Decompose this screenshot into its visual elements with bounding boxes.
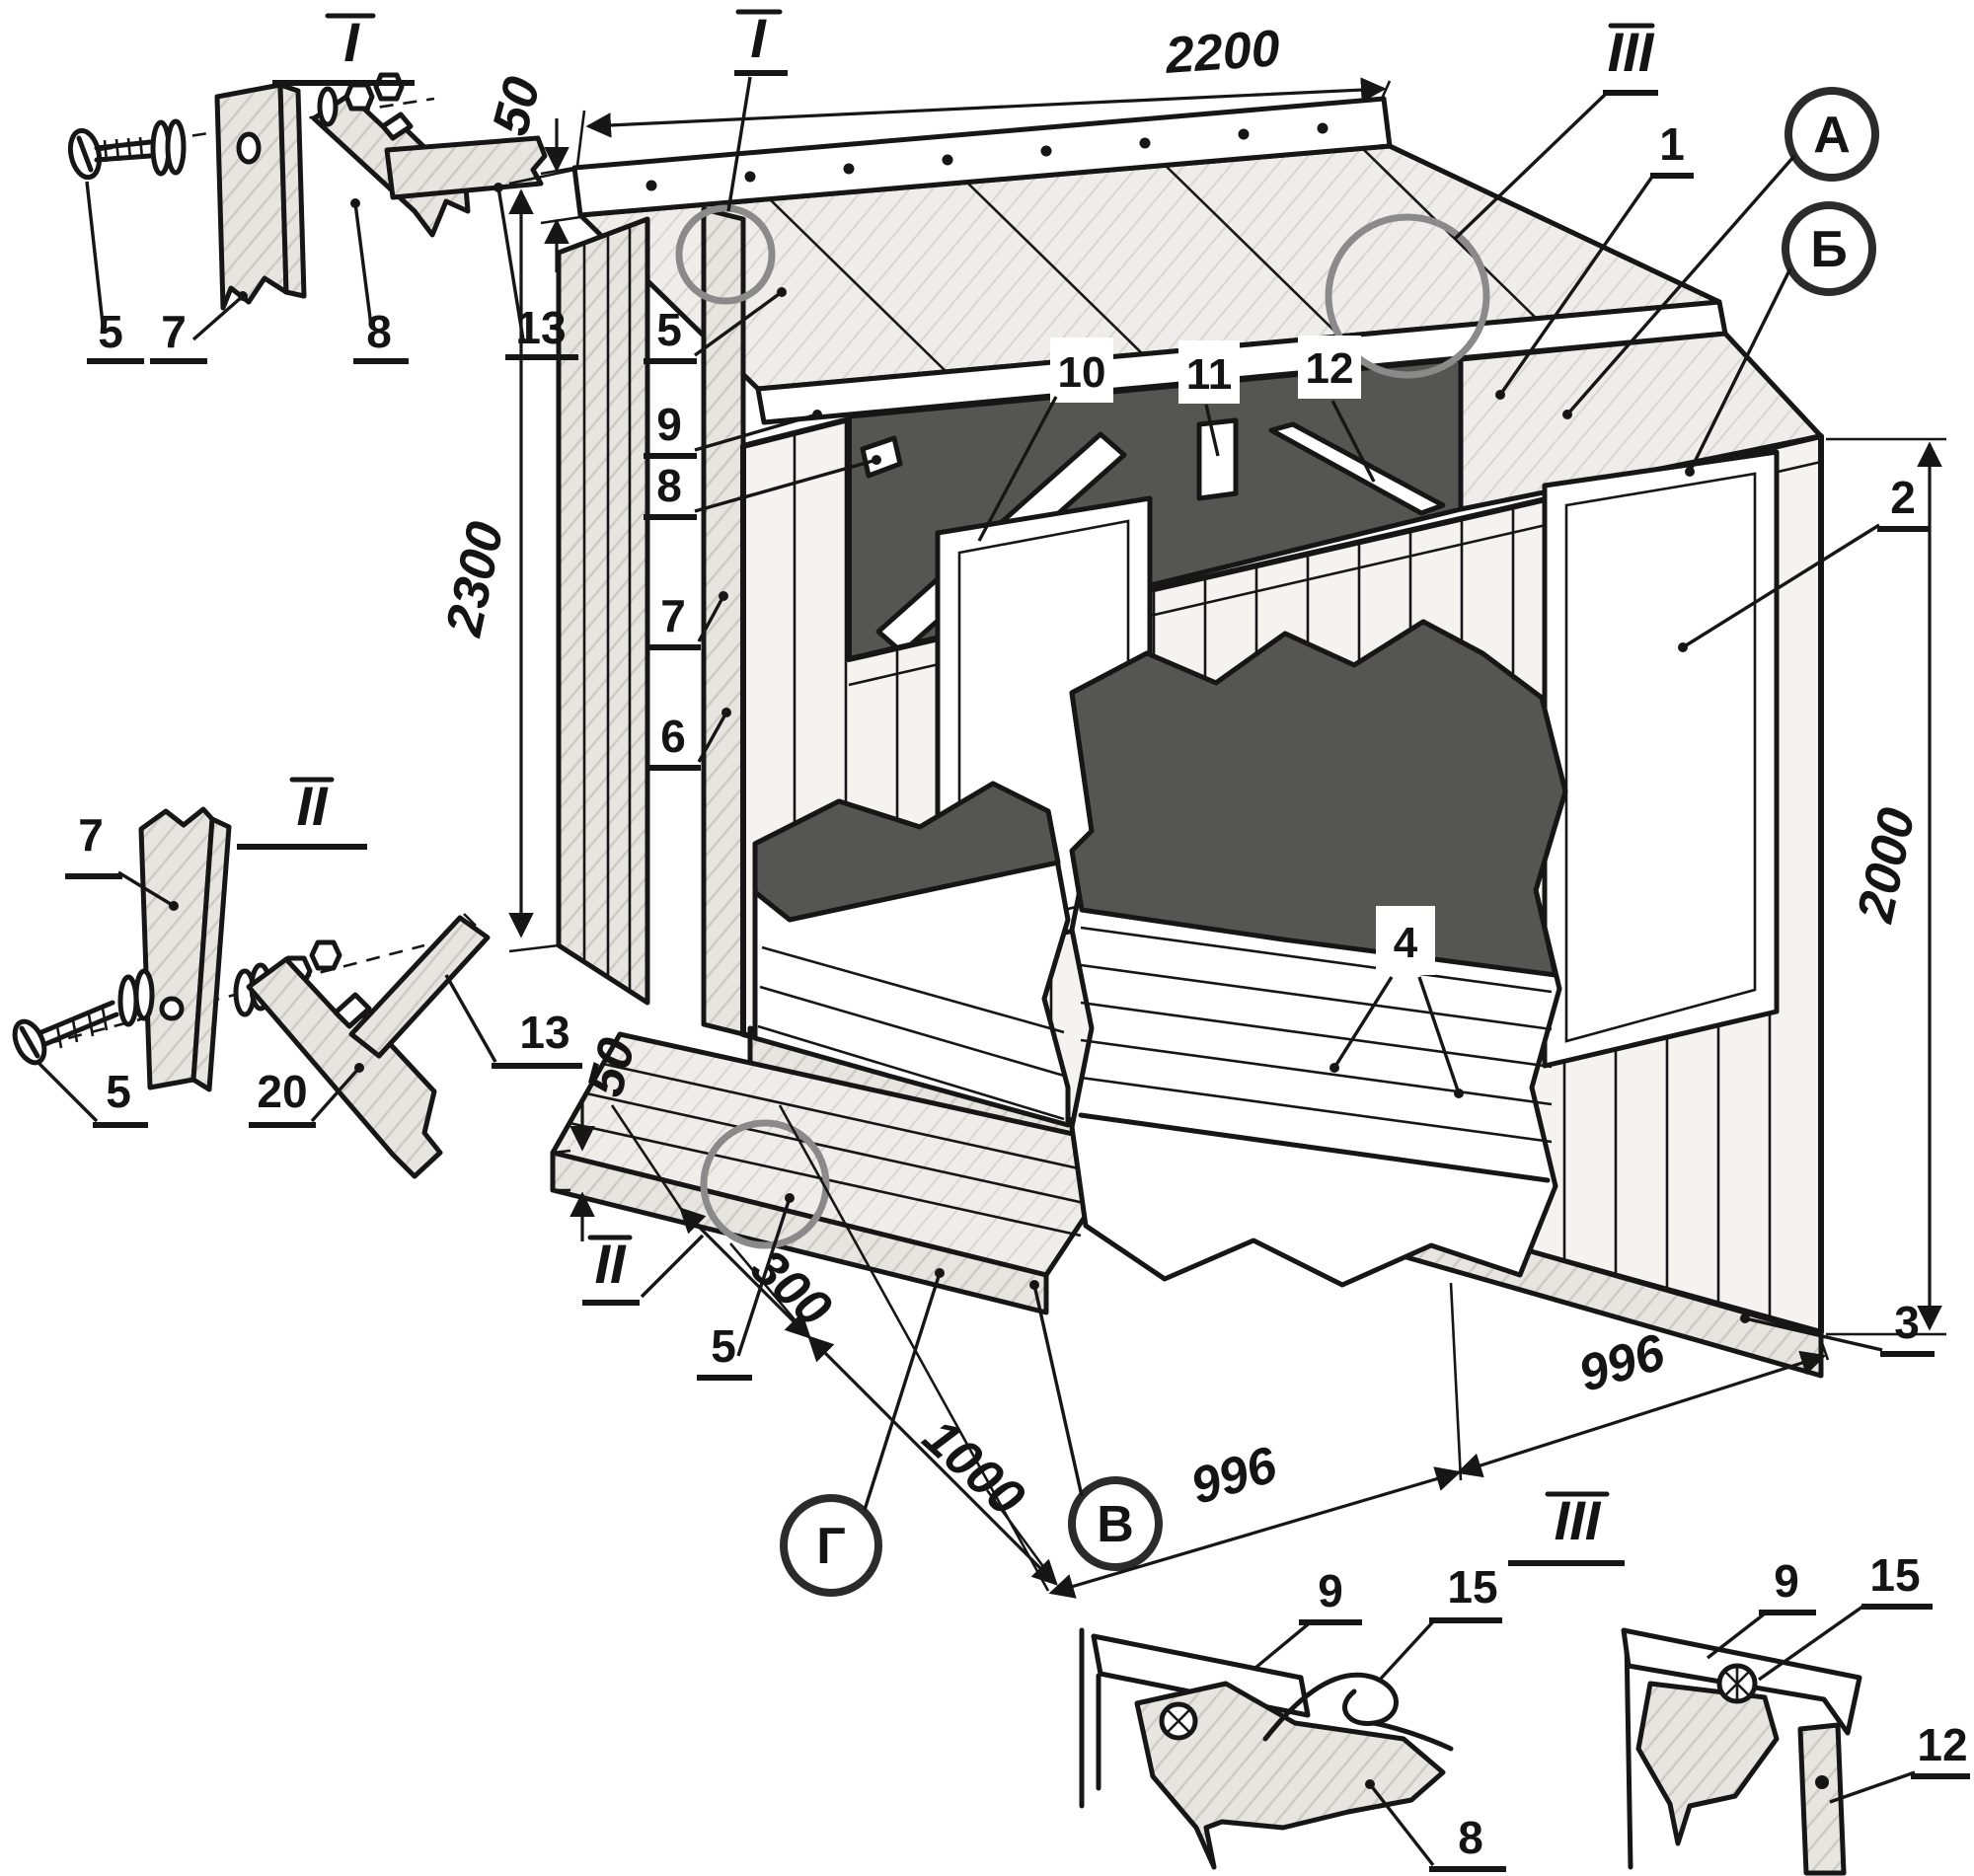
callout-4-text: 4 <box>1394 919 1418 967</box>
callout-8-main: 8 <box>656 460 682 511</box>
detail-circle-I <box>675 204 776 305</box>
callout-1-text: 1 <box>1659 118 1685 170</box>
block-20 <box>246 956 443 1179</box>
callout-column-left: 5 9 8 7 6 5 <box>644 287 881 1381</box>
callout-12-text: 12 <box>1306 344 1354 393</box>
rail-13 <box>384 135 548 200</box>
detail-I: 5 7 8 13 I <box>67 11 578 364</box>
section-marker-II-detail: II <box>296 775 329 837</box>
dim-2300-text: 2300 <box>435 517 515 641</box>
main-structure <box>550 96 1824 1379</box>
section-marker-II-main: II <box>582 1233 705 1306</box>
bench-boards-4 <box>1080 926 1553 1144</box>
rafter-bracket-8 <box>860 435 903 479</box>
dim-996b-text: 996 <box>1572 1323 1672 1403</box>
node-V-letter: В <box>1097 1496 1134 1553</box>
bracket-d3r <box>1635 1681 1780 1846</box>
callout-5-detail2: 5 <box>106 1066 131 1117</box>
detail-circle-III <box>1325 213 1490 379</box>
node-A-letter: А <box>1813 107 1851 164</box>
section-marker-III-detail: III <box>1555 1489 1602 1551</box>
marker-II-text: II <box>594 1233 627 1295</box>
callout-8-d3l: 8 <box>1458 1812 1483 1863</box>
callout-5-bottom: 5 <box>711 1320 736 1372</box>
dim-2200: 2200 <box>575 20 1392 167</box>
bracket-8-d3l <box>1134 1681 1446 1870</box>
callout-12: 12 <box>1298 336 1376 483</box>
node-B: Б <box>1685 201 1876 477</box>
callout-10-text: 10 <box>1058 348 1106 397</box>
node-B-letter: Б <box>1810 221 1847 278</box>
dim-996a-text: 996 <box>1184 1436 1284 1516</box>
post-12 <box>1797 1722 1847 1876</box>
window-right <box>1542 449 1780 1069</box>
callout-2: 2 <box>1678 472 1931 652</box>
callout-9-d3r: 9 <box>1774 1555 1799 1607</box>
callout-5-top: 5 <box>656 304 682 355</box>
node-A: А <box>1562 87 1879 419</box>
callout-7-detail2: 7 <box>78 809 104 861</box>
marker-III-text: III <box>1608 21 1655 83</box>
dim-2000-text: 2000 <box>1847 803 1927 928</box>
callout-9-main: 9 <box>656 399 682 450</box>
left-side-wall <box>556 216 650 1006</box>
callout-4: 4 <box>1329 906 1464 1098</box>
rail-13-detail2 <box>348 913 491 1059</box>
callout-13-main: 13 <box>515 1007 566 1058</box>
marker-I-text: I <box>750 7 767 69</box>
callout-6-main: 6 <box>660 711 686 762</box>
cutaway-right <box>1069 619 1568 1288</box>
dim-2300: 2300 <box>435 168 575 953</box>
callout-12-d3r: 12 <box>1917 1719 1967 1770</box>
truss-post-11 <box>1196 417 1239 501</box>
callout-13-detail1: 13 <box>515 302 566 353</box>
node-G-letter: Г <box>816 1518 845 1575</box>
section-marker-I-detail: I <box>343 11 360 73</box>
dim-2000: 2000 <box>1826 437 1946 1336</box>
hook-15 <box>1262 1672 1454 1752</box>
callout-3: 3 <box>1740 1297 1935 1357</box>
truss-brace-12 <box>1268 421 1446 516</box>
dim-2200-text: 2200 <box>1163 20 1282 85</box>
callout-1: 1 <box>1495 118 1694 400</box>
callout-15-d3l: 15 <box>1447 1561 1497 1613</box>
dim-1000-text: 1000 <box>912 1408 1035 1528</box>
bolt-5 <box>67 118 187 181</box>
section-marker-III-main: III <box>1453 21 1658 241</box>
callout-7-main: 7 <box>660 590 686 641</box>
callout-13-detail2: 13 <box>519 1007 569 1058</box>
detail-II: II 7 <box>12 775 582 1179</box>
bolt-5-detail2 <box>12 968 155 1066</box>
bench-front-edge <box>1078 1112 1551 1183</box>
plank-7-detail2 <box>138 806 232 1092</box>
callout-11-text: 11 <box>1186 350 1233 399</box>
callout-2-text: 2 <box>1890 472 1916 523</box>
detail-III-left: 9 15 8 III <box>1079 1489 1625 1872</box>
callout-11: 11 <box>1178 340 1240 457</box>
interior-shadow <box>1069 619 1568 978</box>
detail-III-right: 9 15 12 <box>1621 1549 1970 1876</box>
dim-50-bottom: 50 <box>552 1032 646 1241</box>
cutaway-left <box>752 781 1071 1128</box>
callout-9-d3l: 9 <box>1318 1565 1343 1616</box>
node-V: В <box>1029 1280 1163 1571</box>
callout-10: 10 <box>977 338 1113 542</box>
plank-7 <box>214 82 307 311</box>
callout-15-d3r: 15 <box>1869 1549 1920 1601</box>
eave-board-9-d3l <box>1091 1633 1311 1718</box>
callout-3-text: 3 <box>1894 1297 1920 1348</box>
dim-50top-text: 50 <box>482 71 552 141</box>
callout-7-detail1: 7 <box>161 306 187 357</box>
callout-20: 20 <box>257 1066 307 1117</box>
